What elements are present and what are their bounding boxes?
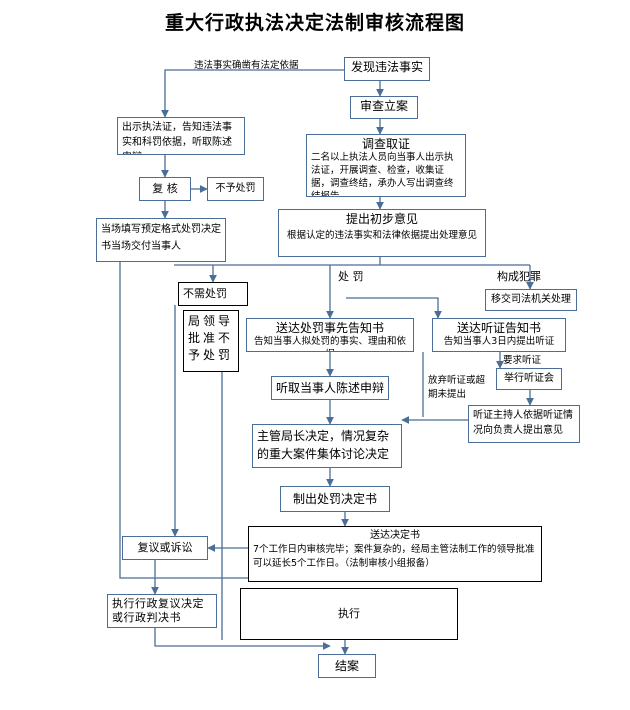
recheck-box: 复 核: [139, 177, 191, 201]
investigation-desc: 二名以上执法人员向当事人出示执法证，开展调查、检查，收集证据，调查终结，承办人写…: [311, 152, 454, 197]
hold-hearing-box: 举行听证会: [496, 368, 562, 390]
deliver-decision-box: 送达决定书 7个工作日内审核完毕；案件复杂的，经局主管法制工作的领导批准可以延长…: [248, 526, 542, 582]
close-case-box: 结案: [318, 654, 376, 678]
page-title: 重大行政执法决定法制审核流程图: [164, 12, 465, 34]
director-decision-box: 主管局长决定，情况复杂的重大案件集体讨论决定: [252, 424, 402, 468]
deliver-desc: 7个工作日内审核完毕；案件复杂的，经局主管法制工作的领导批准可以延长5个工作日。…: [253, 544, 535, 569]
execute-review-box: 执行行政复议决定或行政判决书: [107, 594, 217, 628]
prior-notice-title: 送达处罚事先告知书: [275, 321, 384, 335]
preliminary-opinion-desc: 根据认定的违法事实和法律依据提出处理意见: [286, 230, 477, 241]
no-penalty-box: 不予处罚: [207, 177, 264, 201]
transfer-judicial-box: 移交司法机关处理: [485, 289, 577, 311]
case-register-box: 审查立案: [350, 96, 418, 119]
preliminary-opinion-title: 提出初步意见: [345, 212, 418, 226]
hearing-notice-title: 送达听证告知书: [456, 321, 541, 335]
investigation-box: 调查取证 二名以上执法人员向当事人出示执法证，开展调查、检查，收集证据，调查终结…: [306, 134, 466, 197]
facts-clear-label: 违法事实确凿有法定依据: [194, 60, 299, 71]
listen-statement-box: 听取当事人陈述申辩: [271, 376, 389, 400]
investigation-title: 调查取证: [361, 137, 410, 151]
show-certificate-box: 出示执法证，告知违法事实和科罚依据，听取陈述申辩: [117, 117, 245, 155]
prior-notice-desc: 告知当事人拟处罚的事实、理由和依据: [253, 336, 406, 351]
prior-notice-box: 送达处罚事先告知书 告知当事人拟处罚的事实、理由和依据: [246, 318, 414, 352]
hearing-notice-box: 送达听证告知书 告知当事人3日内提出听证: [432, 318, 566, 352]
leader-approval-box: 局领导批准不予处罚: [183, 310, 239, 372]
on-site-decision-box: 当场填写预定格式处罚决定书当场交付当事人: [96, 218, 226, 262]
execute-box: 执行: [240, 588, 458, 640]
hearing-report-box: 听证主持人依据听证情况向负责人提出意见: [468, 405, 580, 443]
request-hearing-label: 要求听证: [503, 355, 542, 366]
deliver-title: 送达决定书: [370, 530, 420, 541]
no-need-penalty-box: 不需处罚: [178, 282, 248, 306]
crime-label: 构成犯罪: [497, 270, 541, 283]
discover-violation-box: 发现违法事实: [344, 57, 430, 81]
waive-hearing-label: 放弃听证或超期未提出: [428, 375, 486, 400]
penalty-label: 处 罚: [338, 270, 364, 283]
hearing-notice-desc: 告知当事人3日内提出听证: [443, 336, 555, 347]
review-litigation-box: 复议或诉讼: [122, 536, 208, 560]
make-decision-box: 制出处罚决定书: [280, 486, 390, 512]
preliminary-opinion-box: 提出初步意见 根据认定的违法事实和法律依据提出处理意见: [278, 209, 486, 257]
